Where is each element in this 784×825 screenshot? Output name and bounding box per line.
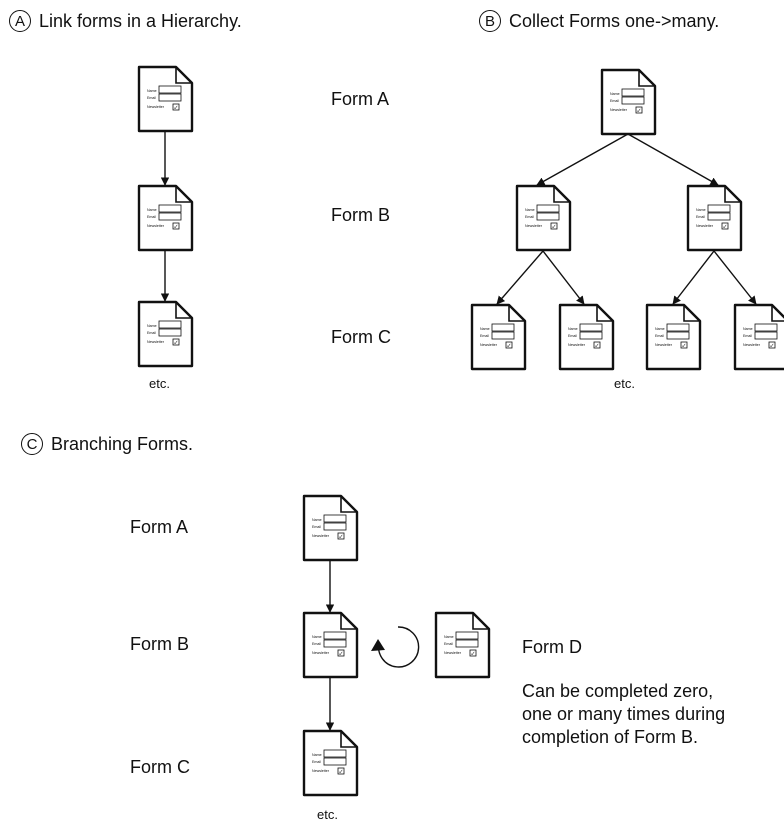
svg-text:Email: Email: [696, 215, 705, 219]
section-c-label-form-d: Form D: [522, 637, 582, 657]
svg-text:✓: ✓: [637, 108, 642, 115]
svg-text:Newsletter: Newsletter: [525, 224, 543, 228]
svg-text:Name: Name: [147, 89, 157, 93]
svg-text:Email: Email: [147, 215, 156, 219]
svg-text:Name: Name: [655, 327, 665, 331]
section-b-title: Collect Forms one->many.: [509, 11, 720, 31]
connector-b5: [672, 250, 715, 305]
svg-text:Name: Name: [444, 635, 454, 639]
svg-text:Email: Email: [147, 331, 156, 335]
section-b-form-b-right-icon: Name Email Newsletter ✓: [686, 184, 743, 252]
svg-text:Name: Name: [147, 324, 157, 328]
section-c-form-d-icon: Name Email Newsletter ✓: [434, 611, 491, 679]
svg-text:Newsletter: Newsletter: [312, 769, 330, 773]
svg-text:Newsletter: Newsletter: [568, 343, 586, 347]
section-a-badge-letter: A: [14, 12, 25, 30]
svg-text:Name: Name: [610, 92, 620, 96]
svg-text:Name: Name: [568, 327, 578, 331]
section-a-form-a-icon: Name Email Newsletter ✓: [137, 65, 194, 133]
svg-text:✓: ✓: [339, 769, 344, 776]
svg-text:Newsletter: Newsletter: [312, 651, 330, 655]
svg-text:Email: Email: [568, 334, 577, 338]
svg-text:Newsletter: Newsletter: [147, 105, 165, 109]
section-b-badge-letter: B: [484, 12, 495, 30]
svg-text:Email: Email: [147, 96, 156, 100]
section-c-badge: C: [21, 433, 43, 455]
svg-text:Name: Name: [480, 327, 490, 331]
svg-text:✓: ✓: [595, 343, 600, 350]
svg-text:✓: ✓: [339, 651, 344, 658]
section-c-title: Branching Forms.: [51, 434, 194, 454]
loop-arrow-icon: [371, 626, 420, 668]
section-a-badge: A: [9, 10, 31, 32]
svg-text:Newsletter: Newsletter: [312, 534, 330, 538]
connector-b2: [627, 133, 719, 186]
section-b-form-a-icon: Name Email Newsletter ✓: [600, 68, 657, 136]
section-c-form-a-icon: Name Email Newsletter ✓: [302, 494, 359, 562]
svg-text:✓: ✓: [552, 224, 557, 231]
svg-text:Name: Name: [312, 753, 322, 757]
section-c-etc: etc.: [317, 807, 338, 822]
svg-text:Email: Email: [312, 642, 321, 646]
svg-text:Name: Name: [312, 635, 322, 639]
svg-text:Email: Email: [525, 215, 534, 219]
svg-text:Email: Email: [444, 642, 453, 646]
level-label-form-b: Form B: [331, 205, 391, 225]
form-d-note: Can be completed zero, one or many times…: [522, 681, 726, 747]
svg-text:✓: ✓: [174, 340, 179, 347]
svg-text:Name: Name: [147, 208, 157, 212]
section-b-form-c-1-icon: Name Email Newsletter ✓: [470, 303, 527, 371]
section-c-label-form-a: Form A: [130, 517, 189, 537]
section-c-label-form-b: Form B: [130, 634, 190, 654]
section-b-form-c-2-icon: Name Email Newsletter ✓: [558, 303, 615, 371]
svg-text:✓: ✓: [339, 534, 344, 541]
svg-text:✓: ✓: [471, 651, 476, 658]
section-b-form-c-3-icon: Name Email Newsletter ✓: [645, 303, 702, 371]
svg-text:Newsletter: Newsletter: [655, 343, 673, 347]
svg-text:Newsletter: Newsletter: [480, 343, 498, 347]
svg-text:Newsletter: Newsletter: [147, 224, 165, 228]
connector-b3: [496, 250, 544, 305]
section-a-form-c-icon: Name Email Newsletter ✓: [137, 300, 194, 368]
svg-text:Newsletter: Newsletter: [147, 340, 165, 344]
svg-text:Name: Name: [312, 518, 322, 522]
svg-text:Newsletter: Newsletter: [743, 343, 761, 347]
svg-text:✓: ✓: [723, 224, 728, 231]
section-b-badge: B: [479, 10, 501, 32]
svg-text:Name: Name: [525, 208, 535, 212]
section-c-label-form-c: Form C: [130, 757, 190, 777]
section-b-form-c-4-icon: Name Email Newsletter ✓: [733, 303, 784, 371]
svg-text:Newsletter: Newsletter: [610, 108, 628, 112]
section-c-badge-letter: C: [26, 435, 38, 453]
svg-text:✓: ✓: [174, 224, 179, 231]
connector-b4: [542, 250, 585, 305]
level-label-form-a: Form A: [331, 89, 390, 109]
svg-text:Name: Name: [696, 208, 706, 212]
svg-text:Email: Email: [610, 99, 619, 103]
svg-text:Name: Name: [743, 327, 753, 331]
svg-text:✓: ✓: [174, 105, 179, 112]
svg-text:Newsletter: Newsletter: [696, 224, 714, 228]
svg-text:Newsletter: Newsletter: [444, 651, 462, 655]
svg-text:✓: ✓: [770, 343, 775, 350]
connector-b1: [536, 133, 629, 186]
section-b-form-b-left-icon: Name Email Newsletter ✓: [515, 184, 572, 252]
section-a-form-b-icon: Name Email Newsletter ✓: [137, 184, 194, 252]
svg-text:Email: Email: [480, 334, 489, 338]
section-c-form-c-icon: Name Email Newsletter ✓: [302, 729, 359, 797]
section-b-etc: etc.: [614, 376, 635, 391]
section-a-title: Link forms in a Hierarchy.: [39, 11, 242, 31]
section-a-etc: etc.: [149, 376, 170, 391]
level-label-form-c: Form C: [331, 327, 391, 347]
svg-text:✓: ✓: [682, 343, 687, 350]
connector-b6: [713, 250, 757, 305]
svg-text:Email: Email: [312, 760, 321, 764]
svg-text:Email: Email: [655, 334, 664, 338]
svg-text:Email: Email: [743, 334, 752, 338]
svg-text:Email: Email: [312, 525, 321, 529]
section-c-form-b-icon: Name Email Newsletter ✓: [302, 611, 359, 679]
svg-text:✓: ✓: [507, 343, 512, 350]
